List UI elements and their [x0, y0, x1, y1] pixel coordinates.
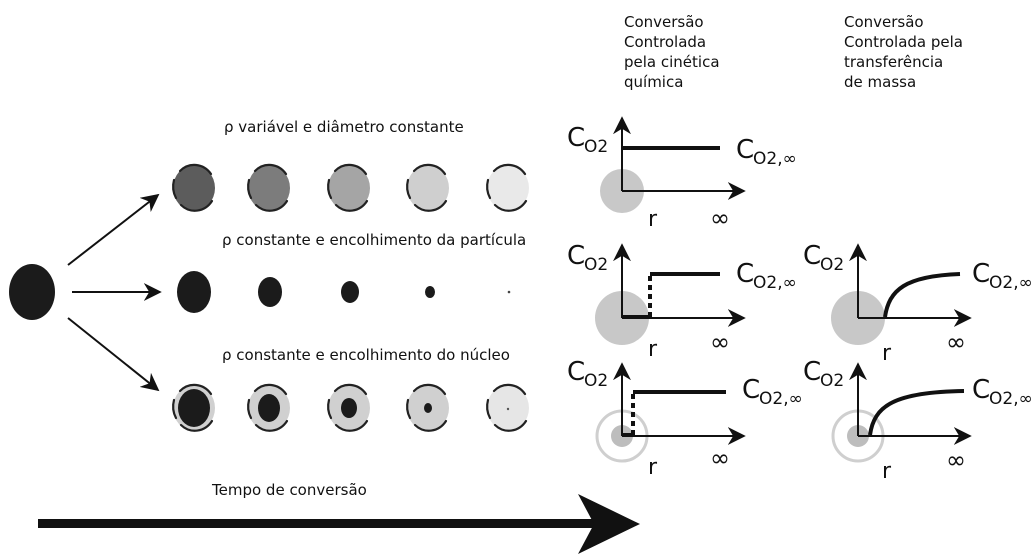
row1-particle-2	[248, 165, 290, 211]
row3-core-3	[341, 398, 357, 418]
initial-particle	[9, 264, 55, 320]
mass-line-3: transferência	[844, 53, 944, 71]
row-label-variable-density: ρ variável e diâmetro constante	[224, 118, 464, 136]
g4-far-base: C	[972, 259, 990, 289]
g4-inf: ∞	[946, 328, 966, 356]
row1-particle-3	[328, 165, 370, 211]
g3-far-base: C	[742, 375, 760, 405]
row3-core-2	[258, 394, 280, 422]
column-header-mass-transfer: Conversão Controlada pela transferência …	[844, 12, 963, 92]
g5-y-base: C	[803, 357, 821, 387]
g2-x-label: r	[648, 337, 658, 362]
g5-far-base: C	[972, 375, 990, 405]
g2-y-sub: O2	[584, 255, 608, 275]
g1-inf: ∞	[710, 204, 730, 232]
graph-kinetic-row1: C O2 C O2,∞ r ∞	[567, 116, 797, 232]
graph-mass-row2: C O2 C O2,∞ r ∞	[803, 241, 1032, 366]
row3-core-1	[178, 389, 210, 427]
kinetic-line-1: Conversão	[624, 13, 704, 31]
kinetic-line-4: química	[624, 73, 684, 91]
row1-particle-5	[487, 165, 529, 211]
row1-particle-1	[173, 165, 215, 211]
row2-particle-2	[258, 277, 282, 307]
row2-particle-3	[341, 281, 359, 303]
graph-mass-row3: C O2 C O2,∞ r ∞	[803, 357, 1032, 484]
row1-particle-4	[407, 165, 449, 211]
kinetic-line-3: pela cinética	[624, 53, 720, 71]
g4-far-sub: O2,∞	[989, 273, 1032, 293]
arrow-to-row1	[67, 193, 160, 266]
g2-y-base: C	[567, 241, 585, 271]
g3-y-base: C	[567, 357, 585, 387]
g4-y-sub: O2	[820, 255, 844, 275]
row3-core-5	[506, 407, 510, 411]
g5-y-sub: O2	[820, 371, 844, 391]
g2-far-base: C	[736, 259, 754, 289]
mass-line-2: Controlada pela	[844, 33, 964, 51]
g4-x-label: r	[882, 341, 892, 366]
g5-inf: ∞	[946, 446, 966, 474]
graph-kinetic-row3: C O2 C O2,∞ r ∞	[567, 357, 803, 480]
g2-inf: ∞	[710, 328, 730, 356]
row2-particle-5	[507, 290, 511, 294]
row1-particles	[172, 163, 529, 212]
row2-particle-4	[425, 286, 435, 298]
g1-far-sub: O2,∞	[753, 149, 797, 169]
g1-y-base: C	[567, 123, 585, 153]
column-header-kinetic: Conversão Controlada pela cinética quími…	[624, 12, 720, 92]
graph-kinetic-row2: C O2 C O2,∞ r ∞	[567, 241, 797, 362]
mass-line-4: de massa	[844, 73, 917, 91]
g3-far-sub: O2,∞	[759, 389, 803, 409]
g3-inf: ∞	[710, 444, 730, 472]
time-label: Tempo de conversão	[212, 481, 367, 499]
g2-far-sub: O2,∞	[753, 273, 797, 293]
g5-x-label: r	[882, 459, 892, 484]
g5-far-sub: O2,∞	[989, 389, 1032, 409]
kinetic-line-2: Controlada	[624, 33, 707, 51]
row3-particles	[172, 383, 529, 432]
g1-far-base: C	[736, 135, 754, 165]
row-label-shrinking-particle: ρ constante e encolhimento da partícula	[222, 231, 527, 249]
row2-particle-1	[177, 271, 211, 313]
g3-y-sub: O2	[584, 371, 608, 391]
mass-line-1: Conversão	[844, 13, 924, 31]
row3-core-4	[424, 403, 432, 413]
g1-x-label: r	[648, 207, 658, 232]
g4-y-base: C	[803, 241, 821, 271]
time-arrow	[38, 494, 640, 554]
row2-particles	[177, 271, 511, 313]
row-label-shrinking-core: ρ constante e encolhimento do núcleo	[222, 346, 510, 364]
g1-y-sub: O2	[584, 137, 608, 157]
arrow-to-row3	[67, 317, 160, 392]
g3-x-label: r	[648, 455, 658, 480]
